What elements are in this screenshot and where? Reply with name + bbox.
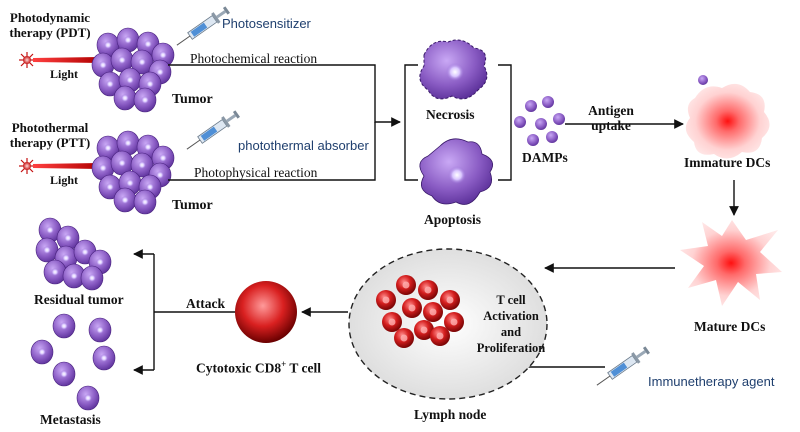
mature-dc <box>680 220 782 306</box>
ptt-light-source <box>19 158 100 174</box>
photophysical-reaction-label: Photophysical reaction <box>194 165 318 180</box>
immature-dc <box>685 75 770 159</box>
photothermal-absorber-label: photothermal absorber <box>238 138 369 153</box>
cytotoxic-t-cell <box>235 281 297 343</box>
metastasis-cells <box>30 313 116 411</box>
immature-dcs-label: Immature DCs <box>684 155 771 170</box>
lymph-node-label: Lymph node <box>414 407 487 422</box>
residual-tumor-label: Residual tumor <box>34 292 124 307</box>
reaction-arrows <box>168 64 401 181</box>
photochemical-reaction-label: Photochemical reaction <box>190 51 318 66</box>
cell-death-bracket <box>404 64 512 181</box>
pdt-tumor-label: Tumor <box>172 92 213 107</box>
damps-cluster <box>514 96 565 146</box>
apoptosis-label: Apoptosis <box>424 212 482 227</box>
necrosis-label: Necrosis <box>426 107 475 122</box>
pdt-light-label: Light <box>50 67 79 81</box>
photosensitizer-label: Photosensitizer <box>222 16 311 31</box>
ptt-tumor-label: Tumor <box>172 198 213 213</box>
mature-dcs-label: Mature DCs <box>694 319 766 334</box>
metastasis-label: Metastasis <box>40 412 101 427</box>
pdt-tumor-cluster <box>91 27 175 113</box>
necrosis-cell <box>419 39 488 100</box>
ptt-light-label: Light <box>50 173 79 187</box>
residual-tumor-cluster <box>35 217 112 291</box>
immunotherapy-agent-label: Immunetherapy agent <box>648 374 775 389</box>
apoptosis-cell <box>419 138 494 205</box>
cytotoxic-t-cell-label: Cytotoxic CD8+ T cell <box>196 359 322 376</box>
ptt-tumor-cluster <box>91 130 175 215</box>
damps-label: DAMPs <box>522 150 568 165</box>
photothermal-absorber-syringe-icon <box>182 108 242 155</box>
pdt-light-source <box>19 52 100 68</box>
attack-label: Attack <box>186 296 225 311</box>
attack-branch-arrows <box>133 249 155 375</box>
